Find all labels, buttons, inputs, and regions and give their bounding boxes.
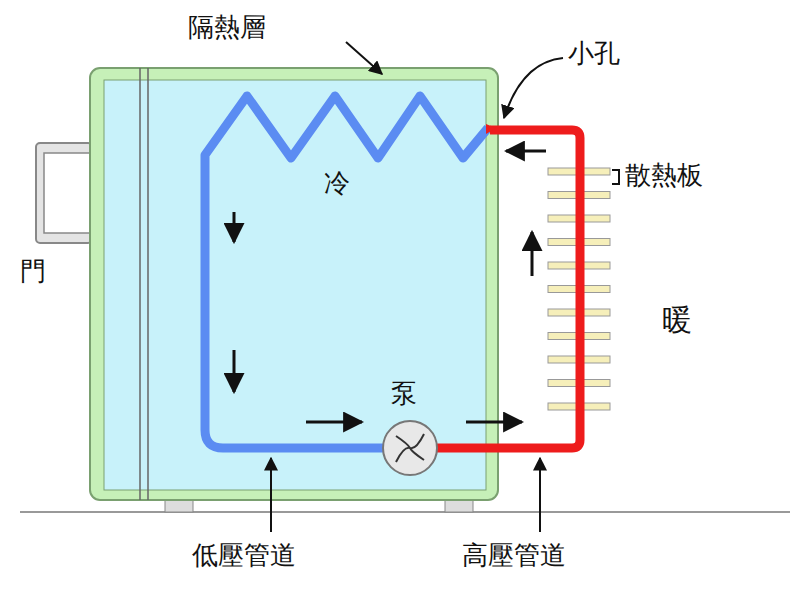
high-pressure-label: 高壓管道 — [462, 540, 566, 571]
flow-arrow — [306, 421, 362, 424]
low-pressure-label: 低壓管道 — [192, 540, 296, 571]
insulation-layer — [90, 68, 498, 500]
radiator-label: 散熱板 — [625, 160, 703, 191]
foot — [165, 500, 193, 512]
cold-compartment — [104, 80, 486, 490]
floor-line — [20, 511, 790, 513]
pump — [383, 421, 437, 475]
bracket — [612, 170, 619, 184]
low-pressure-pipe — [205, 96, 488, 448]
leader-line — [270, 458, 272, 532]
flow-arrow — [233, 212, 236, 242]
door-line — [147, 68, 149, 500]
door-label: 門 — [20, 256, 46, 287]
door-handle — [36, 143, 92, 243]
cold-label: 冷 — [324, 168, 350, 199]
pump-fan — [396, 434, 424, 462]
flow-arrow — [531, 232, 534, 276]
leader-line — [504, 58, 563, 118]
high-pressure-pipe — [436, 130, 580, 448]
insulation-label: 隔熱層 — [188, 12, 266, 43]
door-handle-inner — [44, 153, 92, 233]
flow-arrow — [506, 150, 546, 153]
hole-label: 小孔 — [568, 38, 620, 69]
flow-arrow — [233, 350, 236, 392]
warm-label: 暖 — [662, 302, 692, 338]
door-line — [139, 68, 141, 500]
leader-line — [539, 458, 541, 532]
leader-line — [346, 42, 382, 74]
foot — [445, 500, 473, 512]
small-hole — [486, 124, 496, 134]
flow-arrow — [466, 421, 522, 424]
pump-label: 泵 — [391, 378, 417, 409]
